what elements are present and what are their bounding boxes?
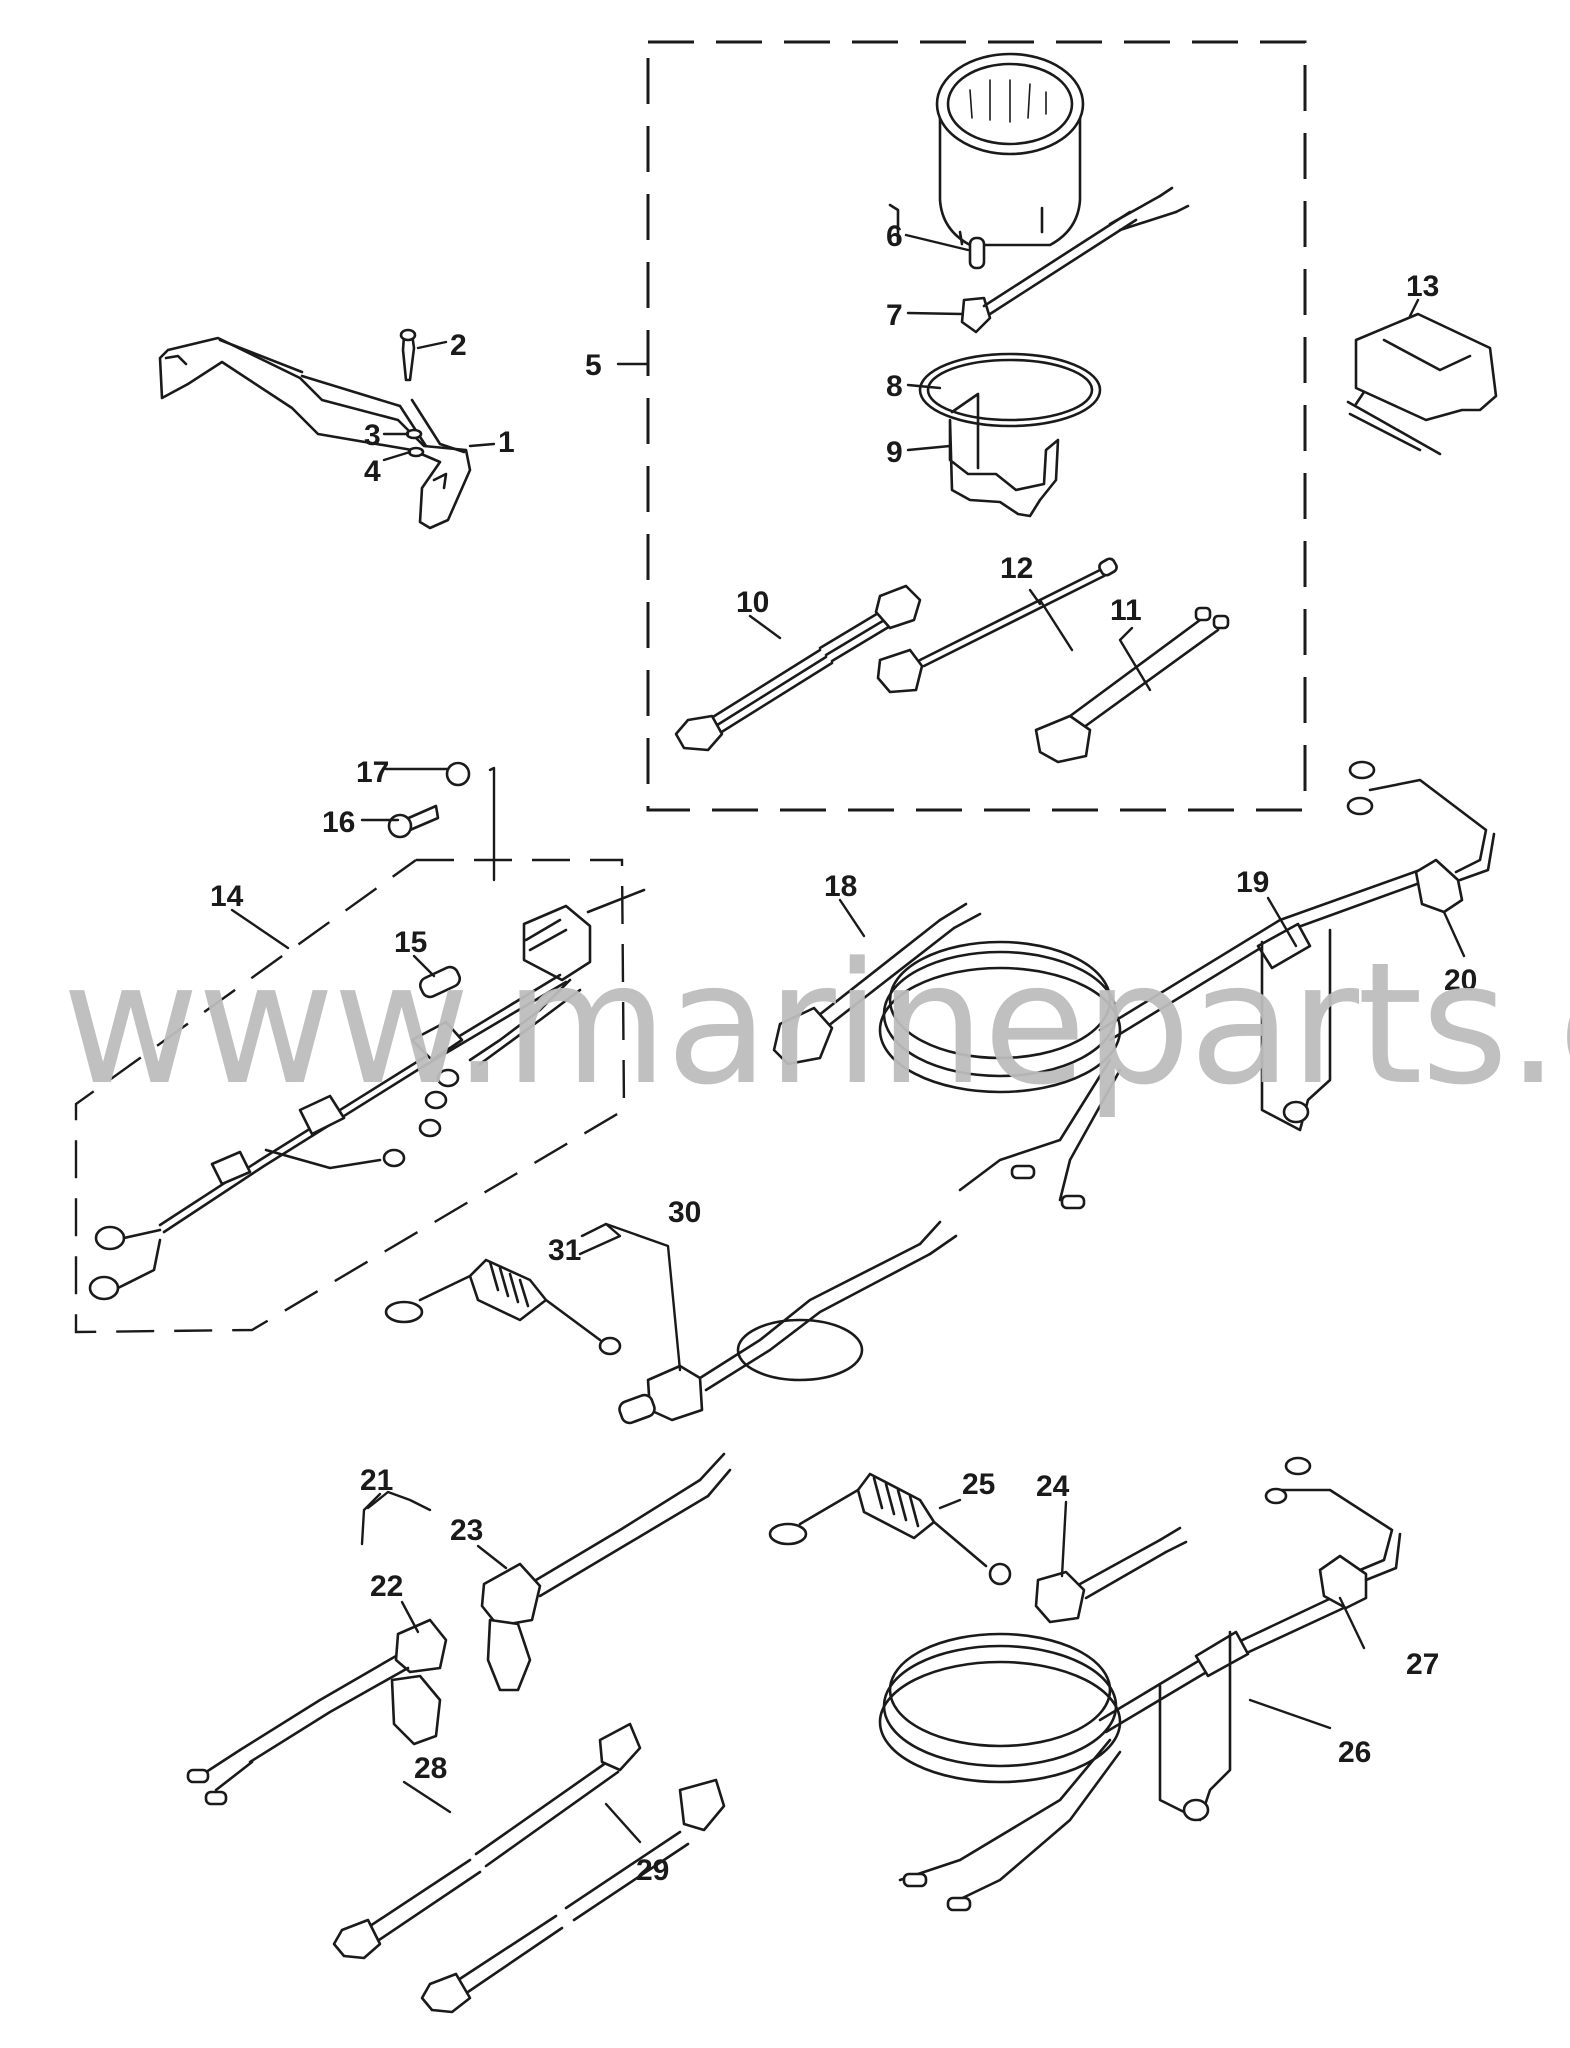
callout-22: 22 (370, 1570, 403, 1603)
callout-8: 8 (886, 370, 903, 403)
part-9-mounting-bracket (948, 392, 1060, 518)
part-19-cable-assembly (878, 868, 1430, 1210)
part-7-lamp-socket (960, 186, 1190, 334)
callout-10: 10 (736, 586, 769, 619)
callout-labels: 2 3 4 1 5 6 7 8 9 10 11 12 13 14 15 16 1… (210, 220, 1477, 1887)
part-12-lead-block (876, 557, 1118, 694)
callout-7: 7 (886, 299, 903, 332)
callout-9: 9 (886, 436, 903, 469)
callout-16: 16 (322, 806, 355, 839)
callout-14: 14 (210, 880, 244, 913)
callout-4: 4 (364, 455, 381, 488)
part-13-module (1346, 312, 1498, 456)
callout-29: 29 (636, 1854, 669, 1887)
part-22-switch (186, 1618, 448, 1806)
callout-1: 1 (498, 426, 515, 459)
part-2-screw (399, 328, 417, 382)
part-27-grommet (1264, 1456, 1402, 1610)
part-11-twin-lead (1034, 606, 1230, 764)
harness-14-plug (488, 766, 646, 982)
callout-25: 25 (962, 1468, 995, 1501)
part-8-ring (918, 352, 1102, 428)
callout-19: 19 (1236, 866, 1269, 899)
part-10-harness-lead (674, 584, 922, 752)
group-14-dashed-box (74, 858, 626, 1334)
callout-23: 23 (450, 1514, 483, 1547)
part-16-screw (387, 804, 440, 839)
callout-30: 30 (668, 1196, 701, 1229)
part-30-stop-switch (618, 1220, 958, 1425)
callout-27: 27 (1406, 1648, 1439, 1681)
part-25-lanyard (768, 1472, 1012, 1586)
part-24-stop-switch (1034, 1526, 1188, 1624)
callout-31: 31 (548, 1234, 581, 1267)
leader-lines (230, 233, 1466, 1844)
callout-28: 28 (414, 1752, 447, 1785)
gauge-body (888, 52, 1085, 247)
callout-11: 11 (1110, 594, 1142, 627)
callout-3: 3 (364, 419, 381, 452)
part-26-cable-assembly (878, 1592, 1350, 1912)
part-29-extension-cable (420, 1778, 726, 2014)
callout-15: 15 (394, 926, 427, 959)
part-1-bracket (158, 336, 472, 530)
callout-6: 6 (886, 220, 903, 253)
part-20-grommet (1346, 760, 1496, 914)
callout-18: 18 (824, 870, 857, 903)
group-5-dashed-box (646, 40, 1307, 812)
callout-20: 20 (1444, 964, 1477, 997)
callout-26: 26 (1338, 1736, 1371, 1769)
callout-12: 12 (1000, 552, 1033, 585)
harness-14-wires (88, 973, 582, 1301)
part-18-switch-lead (772, 902, 982, 1066)
part-23-switch (480, 1452, 732, 1692)
callout-5: 5 (585, 349, 602, 382)
part-15-sleeve (418, 965, 462, 999)
callout-2: 2 (450, 329, 467, 362)
part-17-washer (445, 761, 471, 787)
callout-21: 21 (360, 1464, 393, 1497)
part-31-lanyard (384, 1258, 622, 1356)
callout-17: 17 (356, 756, 389, 789)
part-6-bulb (968, 236, 986, 270)
part-28-extension-cable (332, 1722, 642, 1960)
callout-13: 13 (1406, 270, 1439, 303)
callout-24: 24 (1036, 1470, 1070, 1503)
